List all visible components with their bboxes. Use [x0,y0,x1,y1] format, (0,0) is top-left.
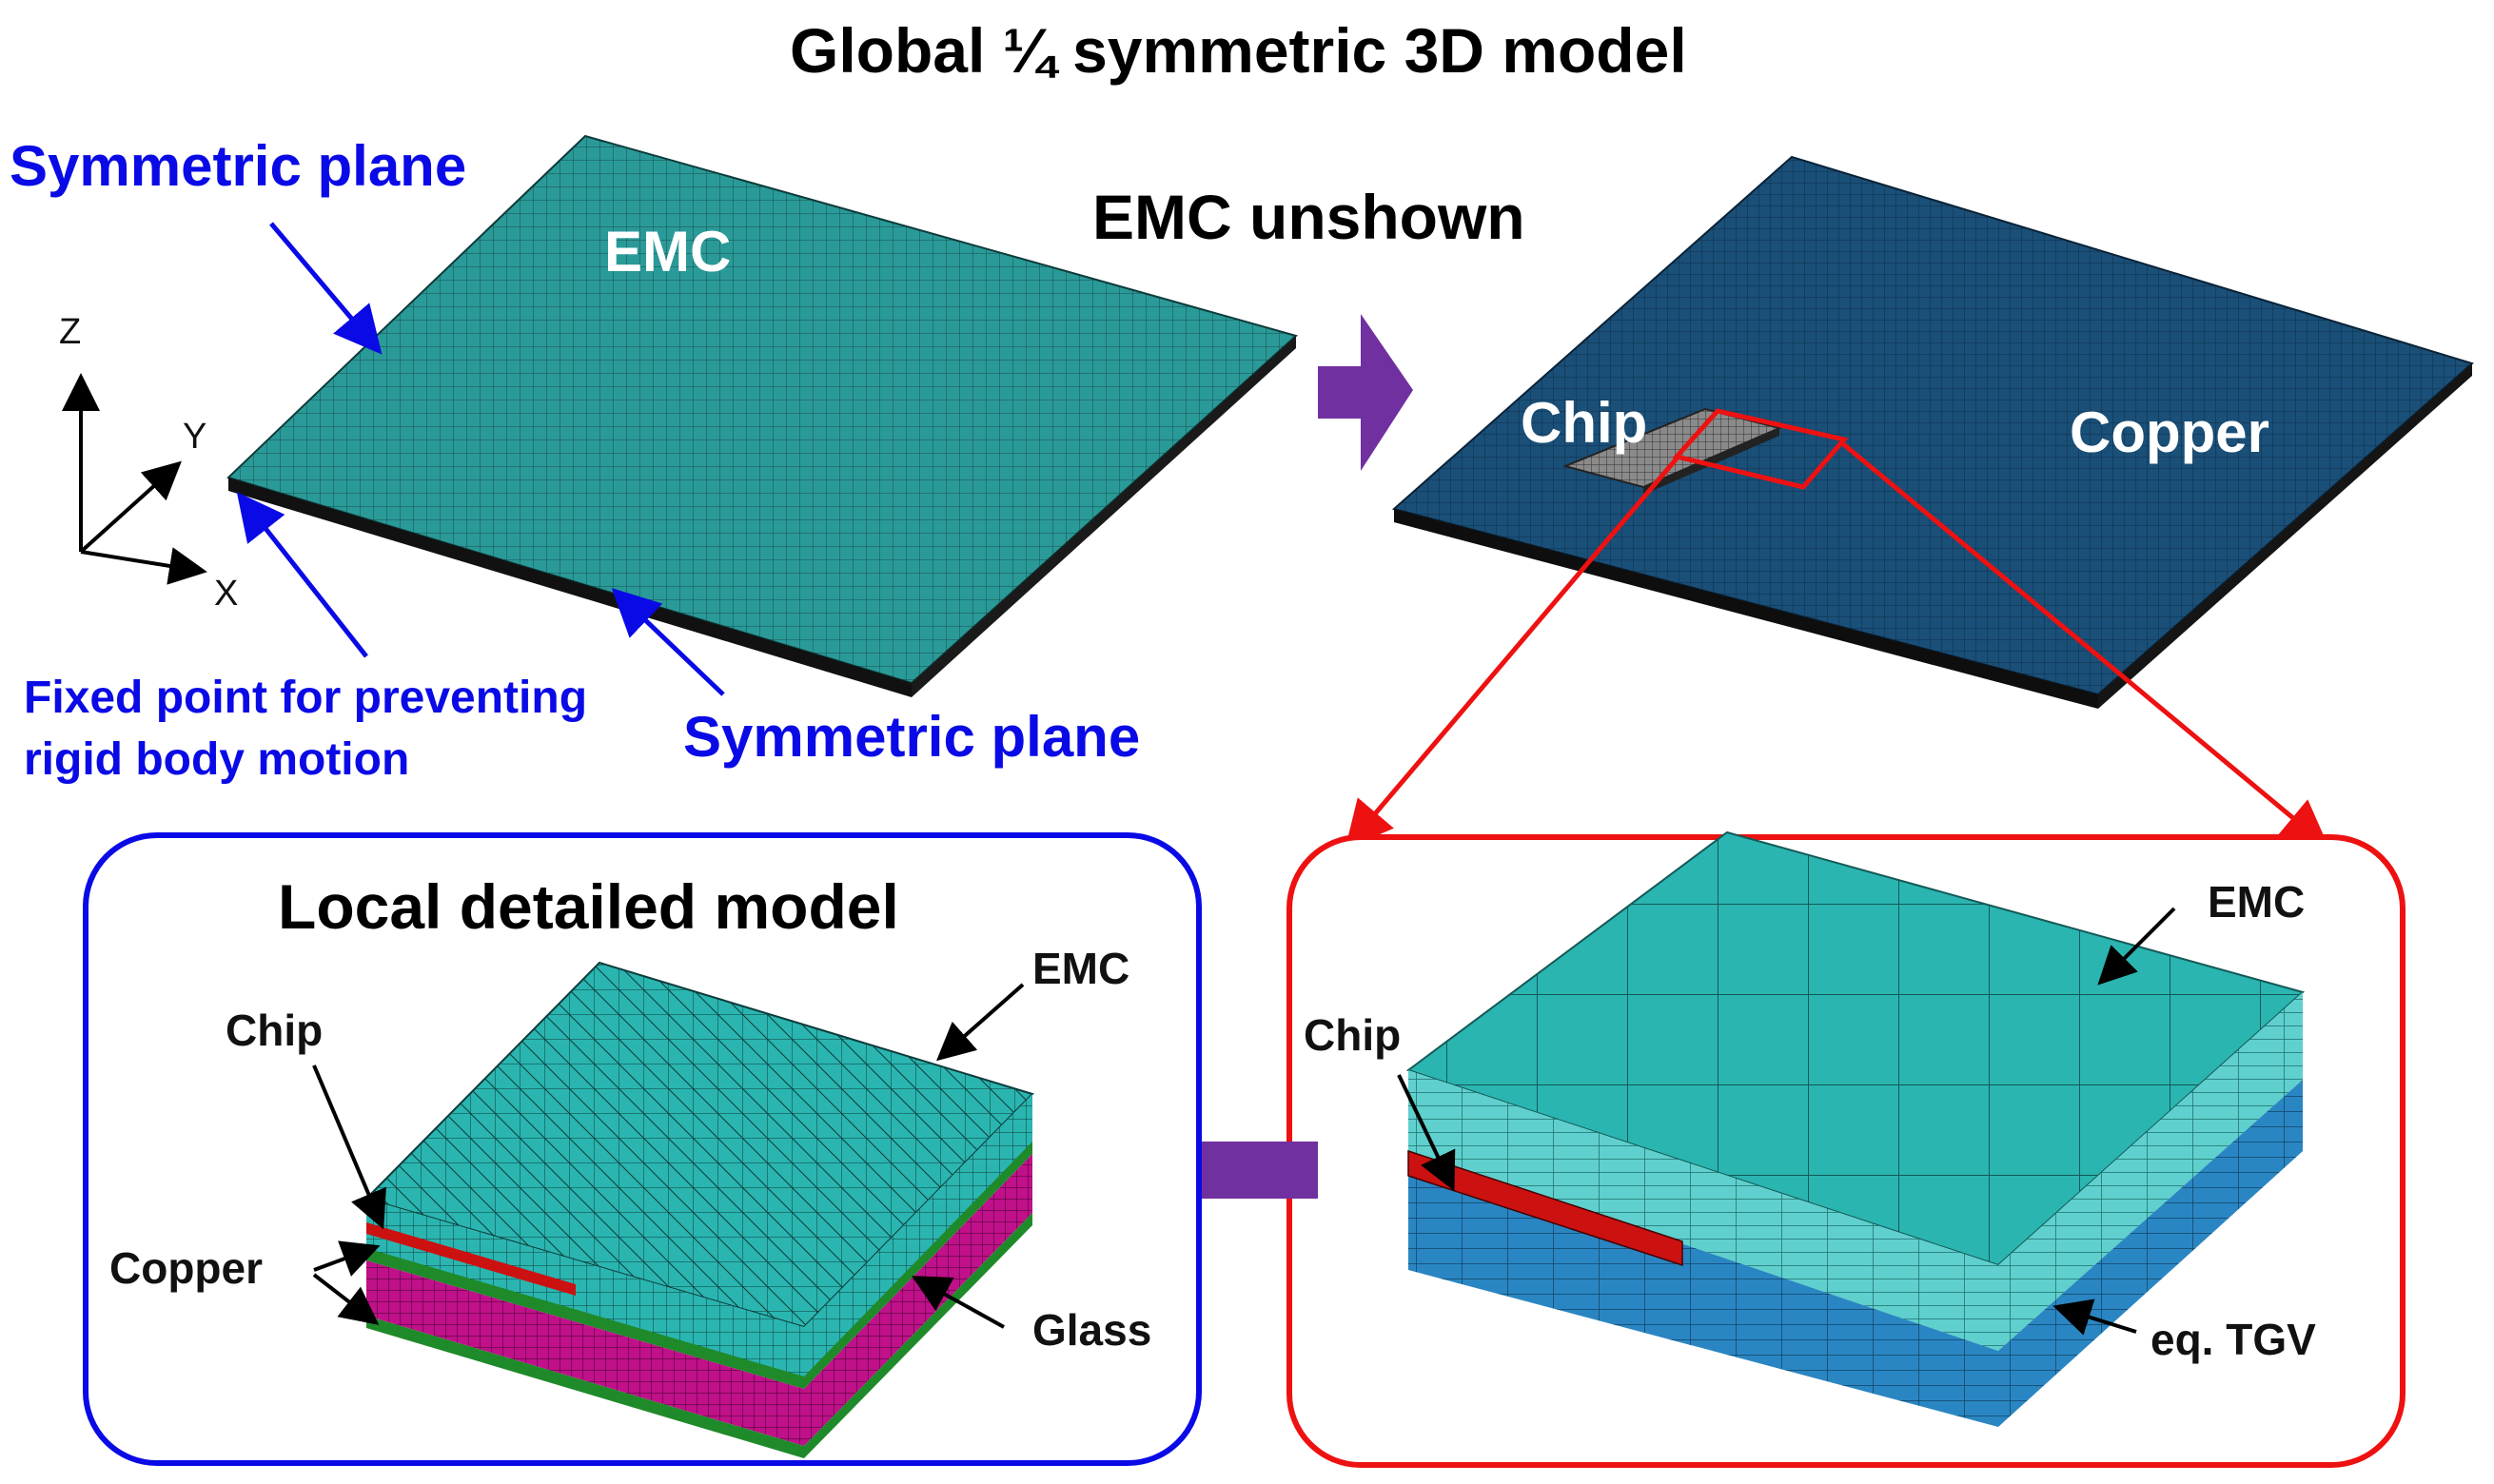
local-copper-arrow-1 [313,1240,381,1277]
zoom-emc-label: EMC [2208,877,2306,927]
sym-plane-top-arrow [269,222,383,355]
chip-shadow [1643,428,1779,495]
axis-triad [62,373,207,585]
fixed-point-label-line2: rigid body motion [24,734,410,785]
global-emc-plate [226,134,1299,697]
zoom-tgv-arrow [2052,1298,2137,1336]
local-chip-label: Chip [226,1006,324,1055]
local-copper-label: Copper [109,1243,263,1293]
flow-arrow-right [1318,314,1413,471]
local-glass-arrow [912,1276,1005,1329]
global-emc-label: EMC [604,220,732,283]
emc-unshown-heading: EMC unshown [1092,182,1525,252]
main-title: Global ¼ symmetric 3D model [790,15,1687,86]
zoom-emc-arrow [2097,907,2176,986]
axis-x-label: X [214,574,239,614]
sym-plane-bottom-label: Symmetric plane [683,705,1141,769]
axis-z-label: Z [59,312,82,352]
zoom-block [1405,830,2306,1427]
zoom-box [1672,408,1849,490]
fixed-point-arrow [236,492,368,658]
sym-plane-top-label: Symmetric plane [10,134,467,198]
local-chip-arrow [312,1064,386,1230]
zoom-line-left [1345,457,1679,849]
local-glass-label: Glass [1032,1305,1152,1355]
local-block [364,961,1034,1458]
copper-chip-label: Chip [1521,391,1648,455]
zoom-chip-arrow [1397,1074,1456,1192]
sym-plane-bottom-arrow [611,588,725,696]
copper-label: Copper [2070,400,2269,464]
copper-plate [1391,155,2475,709]
zoom-tgv-label: eq. TGV [2150,1315,2316,1364]
zoom-line-right [1839,440,2329,849]
local-emc-label: EMC [1032,944,1130,993]
local-emc-arrow [936,983,1025,1062]
local-model-heading: Local detailed model [278,871,899,942]
zoom-chip-label: Chip [1304,1010,1402,1060]
fixed-point-label-line1: Fixed point for preventing [24,673,588,723]
local-copper-arrow-2 [312,1273,380,1325]
axis-y-label: Y [183,417,207,457]
